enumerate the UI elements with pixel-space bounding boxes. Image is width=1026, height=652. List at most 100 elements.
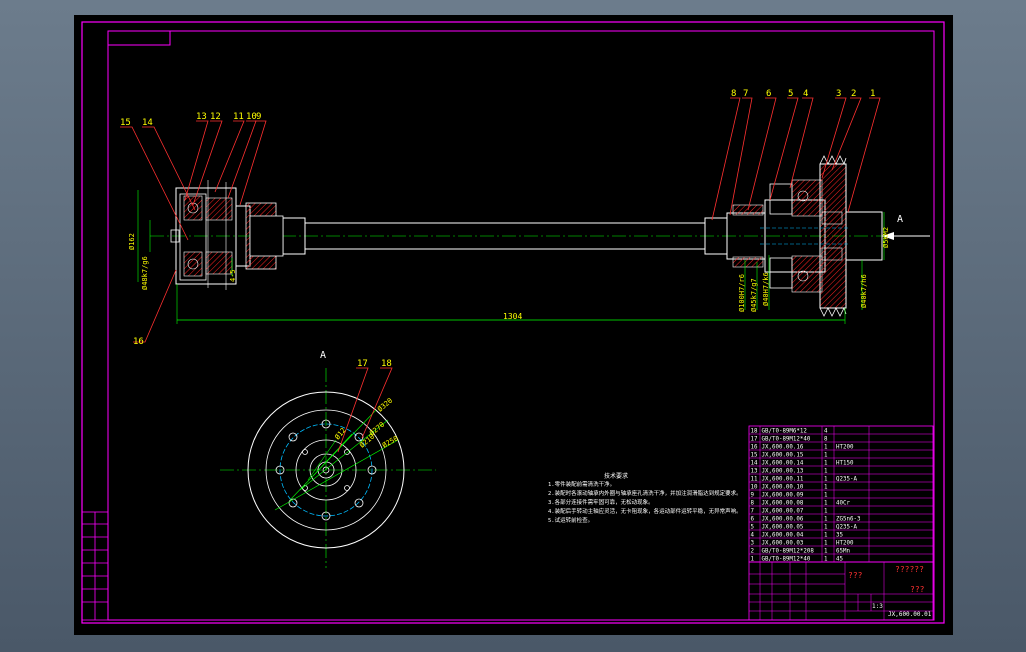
bom-row: 5 JX,600.00.05 1 Q235-A bbox=[749, 525, 933, 531]
bom-cell-code: JX,600.00.09 bbox=[762, 493, 804, 499]
bom-cell-code: GB/T0-89M12*40 bbox=[762, 437, 811, 443]
right-dim-2: Ø40H7/k6 bbox=[762, 272, 770, 306]
section-arrow-a: A bbox=[882, 214, 930, 240]
callout-2: 2 bbox=[851, 89, 856, 99]
bom-cell-no: 6 bbox=[751, 517, 755, 523]
bom-cell-qty: 1 bbox=[824, 557, 828, 563]
bom-cell-no: 17 bbox=[751, 437, 758, 443]
bom-cell-qty: 1 bbox=[824, 477, 828, 483]
bom-cell-no: 14 bbox=[751, 461, 758, 467]
left-dim-1: Ø48k7/g6 bbox=[141, 256, 149, 290]
bom-cell-material: Q235-A bbox=[836, 525, 857, 531]
bom-cell-material: Q235-A bbox=[836, 477, 857, 483]
bom-cell-material: 40Cr bbox=[836, 501, 850, 507]
shaft-assembly[interactable] bbox=[150, 155, 930, 317]
bom-cell-material: HT200 bbox=[836, 541, 854, 547]
callouts-top-right: 8 7 6 5 4 3 2 1 bbox=[731, 89, 875, 99]
view-a-flange[interactable]: A bbox=[220, 350, 436, 568]
title-label: ??? bbox=[910, 585, 925, 594]
bom-cell-qty: 1 bbox=[824, 517, 828, 523]
bom-cell-no: 4 bbox=[751, 533, 755, 539]
right-dim-1: Ø45k7/g7 bbox=[750, 278, 758, 312]
note-2: 2.装配时各滚动轴承内外圈与轴承座孔清洗干净，并加注润滑脂达到规定要求。 bbox=[548, 489, 742, 497]
left-diameter-dims: Ø162 Ø48k7/g6 4-5 bbox=[128, 190, 237, 290]
overall-length-label: 1304 bbox=[503, 312, 522, 321]
callout-15: 15 bbox=[120, 118, 131, 128]
title-block: ??? ?????? ??? 1:3 JX,600.00.01 bbox=[748, 561, 934, 621]
callout-7: 7 bbox=[743, 89, 748, 99]
bom-cell-no: 18 bbox=[751, 429, 758, 435]
corner-code-box bbox=[107, 30, 171, 46]
note-5: 5.试运转前检查。 bbox=[548, 516, 593, 524]
bom-cell-code: JX,600.00.07 bbox=[762, 509, 804, 515]
bom-cell-code: JX,600.00.15 bbox=[762, 453, 804, 459]
left-dim-0: Ø162 bbox=[128, 233, 136, 250]
overall-length-dimension: 1304 bbox=[176, 284, 846, 324]
left-margin-strip bbox=[81, 511, 109, 621]
bom-cell-code: JX,600.00.03 bbox=[762, 541, 804, 547]
technical-notes: 技术要求 1.零件装配前需清洗干净。 2.装配时各滚动轴承内外圈与轴承座孔清洗干… bbox=[548, 472, 742, 524]
bom-cell-code: JX,600.00.04 bbox=[762, 533, 804, 539]
bom-cell-material: 45 bbox=[836, 557, 843, 563]
bom-cell-qty: 1 bbox=[824, 509, 828, 515]
bom-cell-no: 5 bbox=[751, 525, 755, 531]
bom-cell-no: 7 bbox=[751, 509, 755, 515]
title-scale: 1:3 bbox=[872, 603, 883, 610]
bom-cell-qty: 1 bbox=[824, 525, 828, 531]
bom-cell-qty: 1 bbox=[824, 469, 828, 475]
callout-12: 12 bbox=[210, 112, 221, 122]
bom-cell-code: JX,600.00.11 bbox=[762, 477, 804, 483]
sheet-background bbox=[74, 15, 953, 635]
section-label: A bbox=[897, 214, 903, 225]
notes-title: 技术要求 bbox=[604, 472, 628, 480]
bom-cell-code: JX,600.00.14 bbox=[762, 461, 804, 467]
bom-cell-no: 16 bbox=[751, 445, 758, 451]
callout-3: 3 bbox=[836, 89, 841, 99]
bom-cell-qty: 1 bbox=[824, 485, 828, 491]
main-shaft bbox=[282, 217, 728, 255]
note-1: 1.零件装配前需清洗干净。 bbox=[548, 480, 615, 488]
bom-cell-no: 8 bbox=[751, 501, 755, 507]
bom-cell-qty: 1 bbox=[824, 445, 828, 451]
title-company: ?????? bbox=[895, 565, 924, 574]
bom-cell-no: 3 bbox=[751, 541, 755, 547]
callout-17: 17 bbox=[357, 359, 368, 369]
bom-cell-qty: 4 bbox=[824, 429, 828, 435]
callout-1: 1 bbox=[870, 89, 875, 99]
bom-cell-qty: 1 bbox=[824, 461, 828, 467]
callout-5: 5 bbox=[788, 89, 793, 99]
note-3: 3.各部分连接件需牢固可靠，无松动现象。 bbox=[548, 498, 654, 506]
bom-cell-no: 11 bbox=[751, 477, 758, 483]
bom-cell-no: 9 bbox=[751, 493, 755, 499]
bom-cell-code: JX,600.00.08 bbox=[762, 501, 804, 507]
bom-cell-code: JX,600.00.13 bbox=[762, 469, 804, 475]
bom-cell-no: 1 bbox=[751, 557, 755, 563]
bom-cell-material: ZG5n6-3 bbox=[836, 517, 861, 523]
bom-row: 7 JX,600.00.07 1 bbox=[749, 509, 933, 515]
callout-6: 6 bbox=[766, 89, 771, 99]
bom-cell-code: JX,600.00.10 bbox=[762, 485, 804, 491]
callout-13: 13 bbox=[196, 112, 207, 122]
callout-16: 16 bbox=[133, 337, 144, 347]
bom-cell-qty: 1 bbox=[824, 453, 828, 459]
callout-9: 9 bbox=[256, 112, 261, 122]
bom-row: 11 JX,600.00.11 1 Q235-A bbox=[749, 477, 933, 483]
bom-cell-no: 10 bbox=[751, 485, 758, 491]
bom-cell-code: GB/T0-89M12*40 bbox=[762, 557, 811, 563]
bom-cell-code: JX,600.00.05 bbox=[762, 525, 804, 531]
bom-row: 10 JX,600.00.10 1 bbox=[749, 485, 933, 491]
bom-cell-code: JX,600.00.06 bbox=[762, 517, 804, 523]
bom-cell-material: HT200 bbox=[836, 445, 854, 451]
leaders-top-right bbox=[120, 97, 881, 343]
